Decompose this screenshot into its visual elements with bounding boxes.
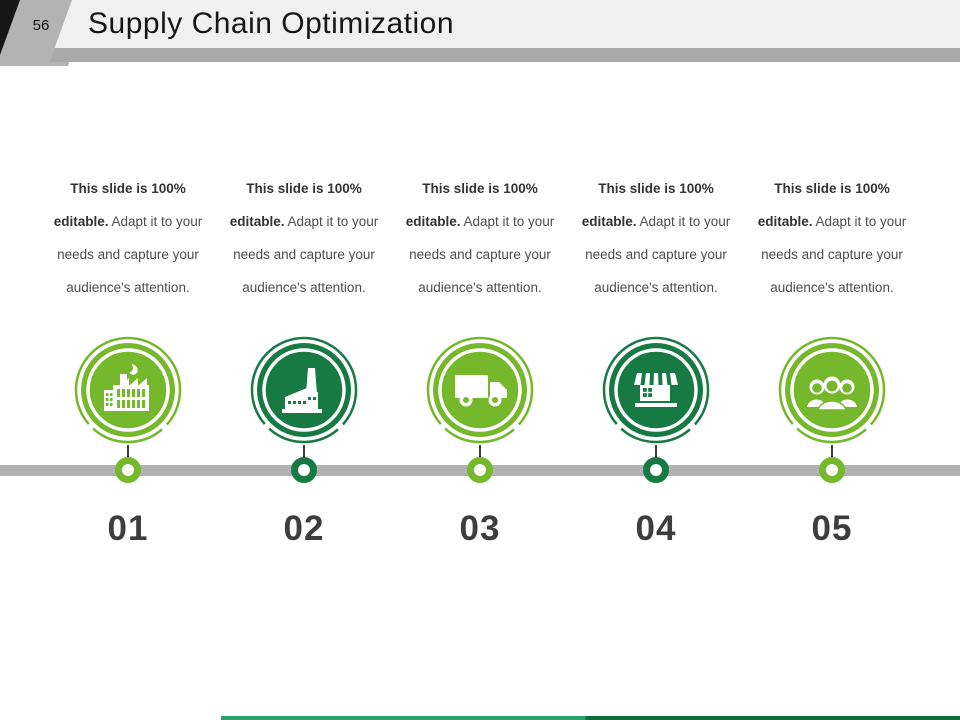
step-description: This slide is 100% editable. Adapt it to…: [747, 172, 917, 335]
step-description-rest: Adapt it to your needs and capture your …: [585, 214, 731, 295]
slide-header: 56 Supply Chain Optimization: [0, 0, 960, 74]
slide-number: 56: [32, 17, 50, 34]
timeline-node: [467, 457, 493, 483]
connector-line: [303, 445, 305, 457]
timeline-node: [819, 457, 845, 483]
delivery-truck-icon: [426, 336, 534, 444]
step-number: 02: [283, 509, 325, 548]
connector-line: [831, 445, 833, 457]
connector-line: [655, 445, 657, 457]
step-number: 03: [459, 509, 501, 548]
step-description-bold: This slide is 100% editable.: [229, 181, 362, 229]
step-medallion: [425, 335, 535, 445]
step-description-bold: This slide is 100% editable.: [757, 181, 890, 229]
step-description-rest: Adapt it to your needs and capture your …: [761, 214, 907, 295]
timeline-step-4: This slide is 100% editable. Adapt it to…: [568, 172, 744, 549]
timeline-step-1: This slide is 100% editable. Adapt it to…: [40, 172, 216, 549]
page-title: Supply Chain Optimization: [88, 7, 455, 40]
step-description-rest: Adapt it to your needs and capture your …: [409, 214, 555, 295]
step-description-bold: This slide is 100% editable.: [53, 181, 186, 229]
step-description-bold: This slide is 100% editable.: [405, 181, 538, 229]
step-description: This slide is 100% editable. Adapt it to…: [43, 172, 213, 335]
step-medallion: [73, 335, 183, 445]
team-icon: [778, 336, 886, 444]
step-description-rest: Adapt it to your needs and capture your …: [57, 214, 203, 295]
timeline-node: [291, 457, 317, 483]
step-number: 01: [107, 509, 149, 548]
step-number: 04: [635, 509, 677, 548]
connector-line: [127, 445, 129, 457]
step-description: This slide is 100% editable. Adapt it to…: [219, 172, 389, 335]
factory-chimney-icon: [250, 336, 358, 444]
factory-windows-icon: [74, 336, 182, 444]
step-description: This slide is 100% editable. Adapt it to…: [571, 172, 741, 335]
step-description-rest: Adapt it to your needs and capture your …: [233, 214, 379, 295]
storefront-icon: [602, 336, 710, 444]
timeline-step-5: This slide is 100% editable. Adapt it to…: [744, 172, 920, 549]
timeline-node: [643, 457, 669, 483]
connector-line: [479, 445, 481, 457]
step-description: This slide is 100% editable. Adapt it to…: [395, 172, 565, 335]
header-shadow-strip: [49, 48, 960, 62]
step-medallion: [601, 335, 711, 445]
timeline-steps: This slide is 100% editable. Adapt it to…: [40, 172, 920, 549]
step-description-bold: This slide is 100% editable.: [581, 181, 714, 229]
timeline-step-2: This slide is 100% editable. Adapt it to…: [216, 172, 392, 549]
step-medallion: [777, 335, 887, 445]
step-medallion: [249, 335, 359, 445]
timeline-step-3: This slide is 100% editable. Adapt it to…: [392, 172, 568, 549]
step-number: 05: [811, 509, 853, 548]
footer-accent-line: [0, 716, 960, 720]
timeline-node: [115, 457, 141, 483]
